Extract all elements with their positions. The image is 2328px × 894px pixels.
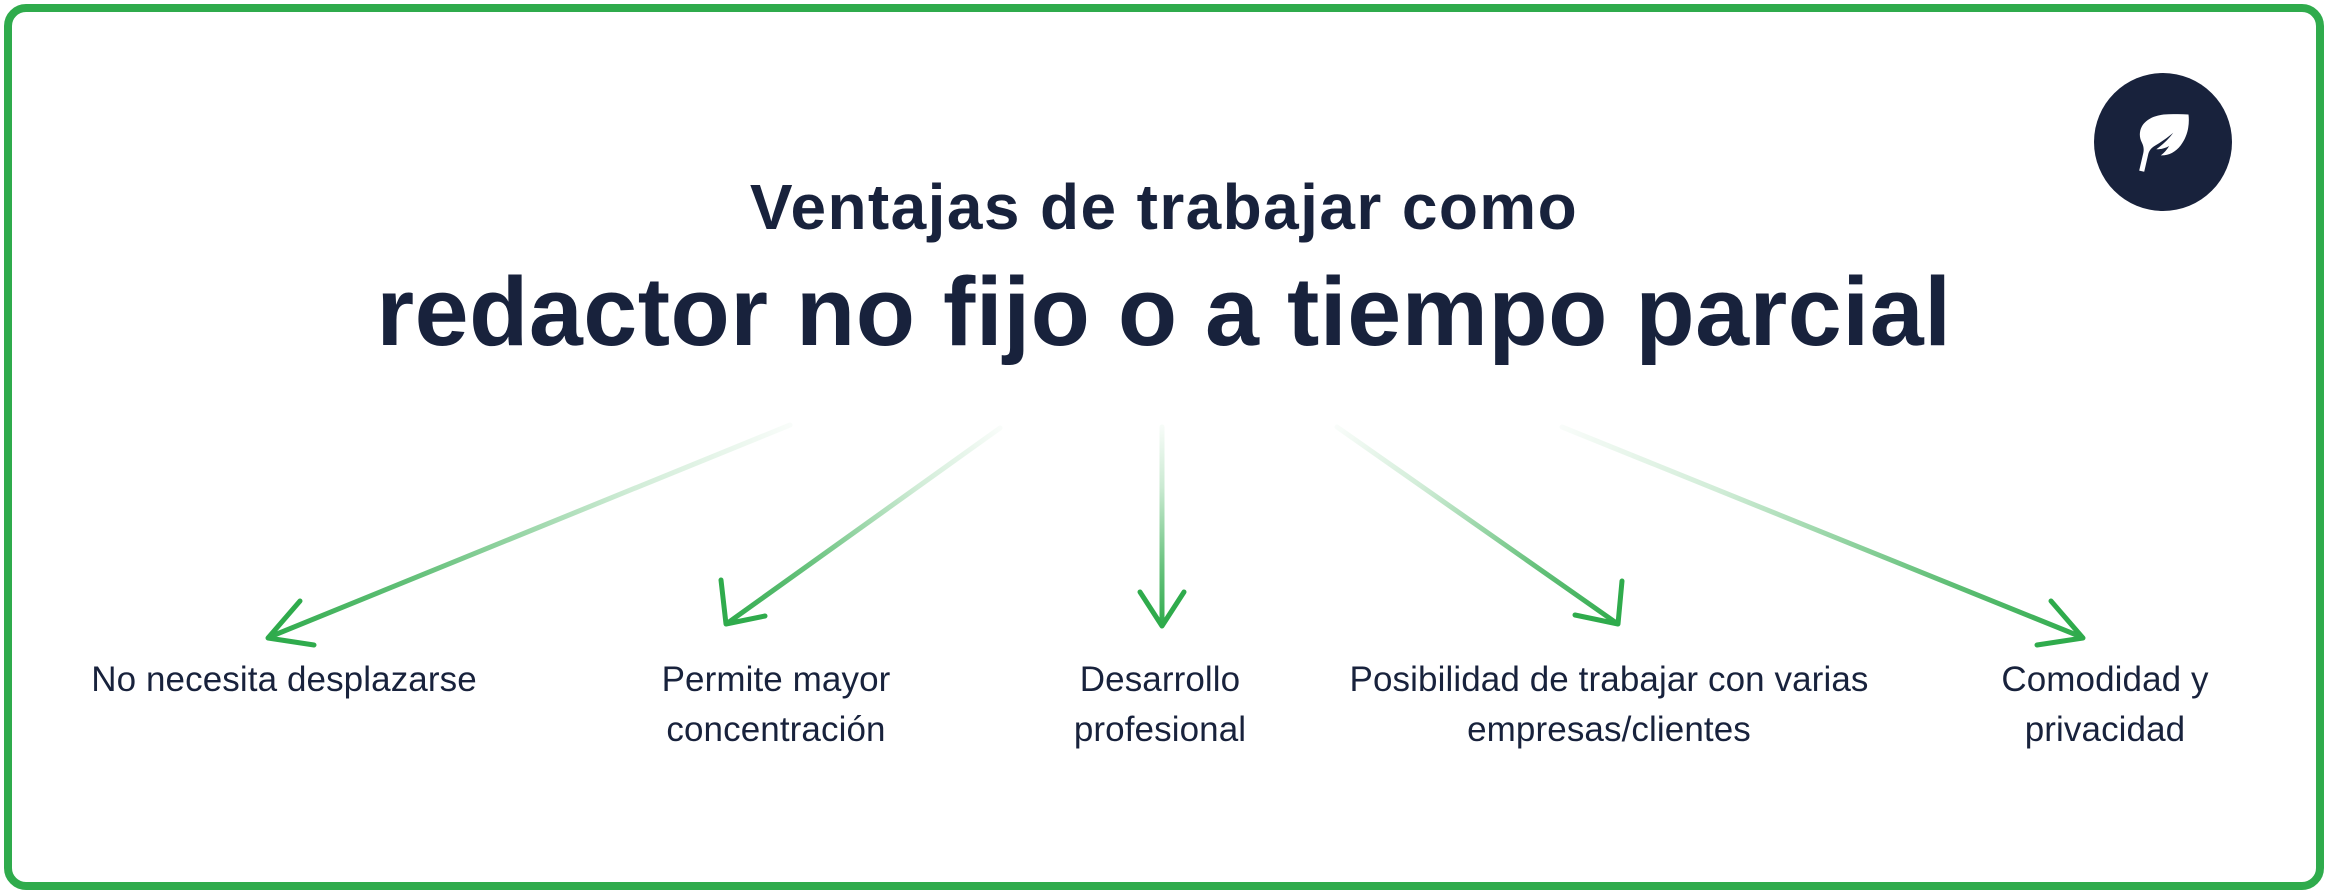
- benefit-label-4: Posibilidad de trabajar con varias empre…: [1349, 660, 1869, 749]
- benefit-labels: No necesita desplazarse Permite mayor co…: [0, 655, 2328, 835]
- benefit-label-3: Desarrollo profesional: [1073, 660, 1247, 749]
- headline: Ventajas de trabajar como redactor no fi…: [0, 175, 2328, 363]
- benefit-label-2: Permite mayor concentración: [661, 660, 891, 749]
- headline-line-1: Ventajas de trabajar como: [749, 171, 1579, 243]
- benefit-label-1: No necesita desplazarse: [91, 660, 477, 699]
- benefit-label-5: Comodidad y privacidad: [2001, 660, 2209, 749]
- headline-line-2: redactor no fijo o a tiempo parcial: [376, 257, 1952, 366]
- brand-logo-badge: [2094, 73, 2232, 211]
- feather-quill-icon: [2126, 105, 2200, 179]
